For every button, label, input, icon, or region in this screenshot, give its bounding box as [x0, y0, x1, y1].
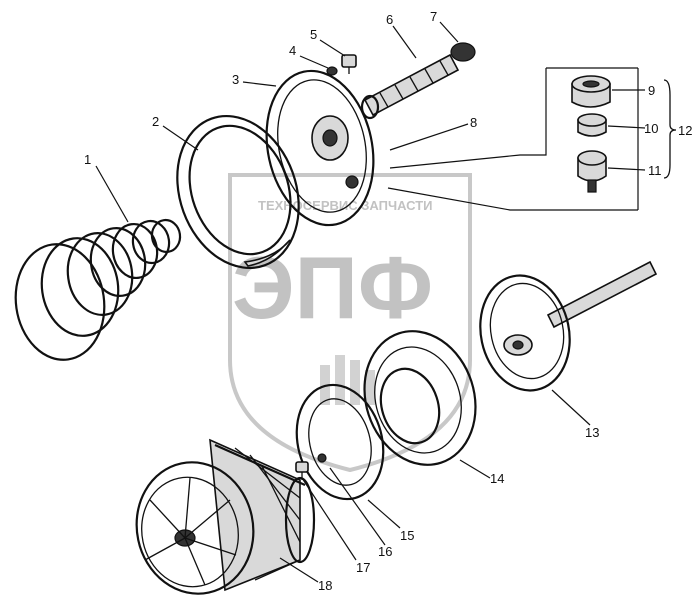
callout-15: 15 — [400, 528, 414, 543]
part-10-spring-insert — [577, 113, 607, 137]
callout-18: 18 — [318, 578, 332, 593]
leader-lines — [95, 21, 646, 583]
leader-group-12-bottom — [387, 187, 638, 211]
watermark-factory-icon — [320, 355, 375, 405]
leader-group-12-left — [389, 68, 547, 169]
part-7-nut — [450, 42, 476, 62]
callout-9: 9 — [648, 83, 655, 98]
callout-16: 16 — [378, 544, 392, 559]
part-1-conical-spring — [14, 218, 182, 361]
callout-1: 1 — [84, 152, 91, 167]
part-5-bolt — [341, 54, 357, 74]
callout-5: 5 — [310, 27, 317, 42]
part-3-diaphragm-plate — [265, 69, 375, 227]
part-9-cap — [571, 75, 611, 108]
callout-12: 12 — [678, 123, 692, 138]
callout-13: 13 — [585, 425, 599, 440]
watermark-company-text: ТЕХНОСЕРВИС ЗАПЧАСТИ — [258, 198, 433, 213]
part-15-gasket — [295, 383, 385, 501]
watermark-logo-text: ЭПФ — [232, 238, 433, 337]
part-16-washer — [317, 453, 327, 463]
callout-3: 3 — [232, 72, 239, 87]
callout-10: 10 — [644, 121, 658, 136]
callout-17: 17 — [356, 560, 370, 575]
watermark: ТЕХНОСЕРВИС ЗАПЧАСТИ ЭПФ — [228, 173, 472, 473]
part-18-ribbed-housing — [135, 438, 316, 595]
callout-11: 11 — [648, 163, 662, 178]
part-13-piston-with-rod — [479, 260, 658, 392]
watermark-shield — [228, 173, 472, 473]
part-6-threaded-stud — [360, 53, 460, 120]
callout-6: 6 — [386, 12, 393, 27]
part-4-washer — [326, 66, 338, 76]
callout-14: 14 — [490, 471, 504, 486]
callout-8: 8 — [470, 115, 477, 130]
callout-4: 4 — [289, 43, 296, 58]
group-12-brace — [663, 79, 677, 179]
part-11-valve-body — [577, 150, 607, 193]
part-17-bolt — [295, 461, 309, 480]
callout-7: 7 — [430, 9, 437, 24]
part-14-flange-ring — [363, 330, 477, 466]
callout-2: 2 — [152, 114, 159, 129]
callout-labels: 1 2 3 4 5 6 7 8 9 10 11 12 13 14 15 16 1… — [84, 9, 692, 593]
